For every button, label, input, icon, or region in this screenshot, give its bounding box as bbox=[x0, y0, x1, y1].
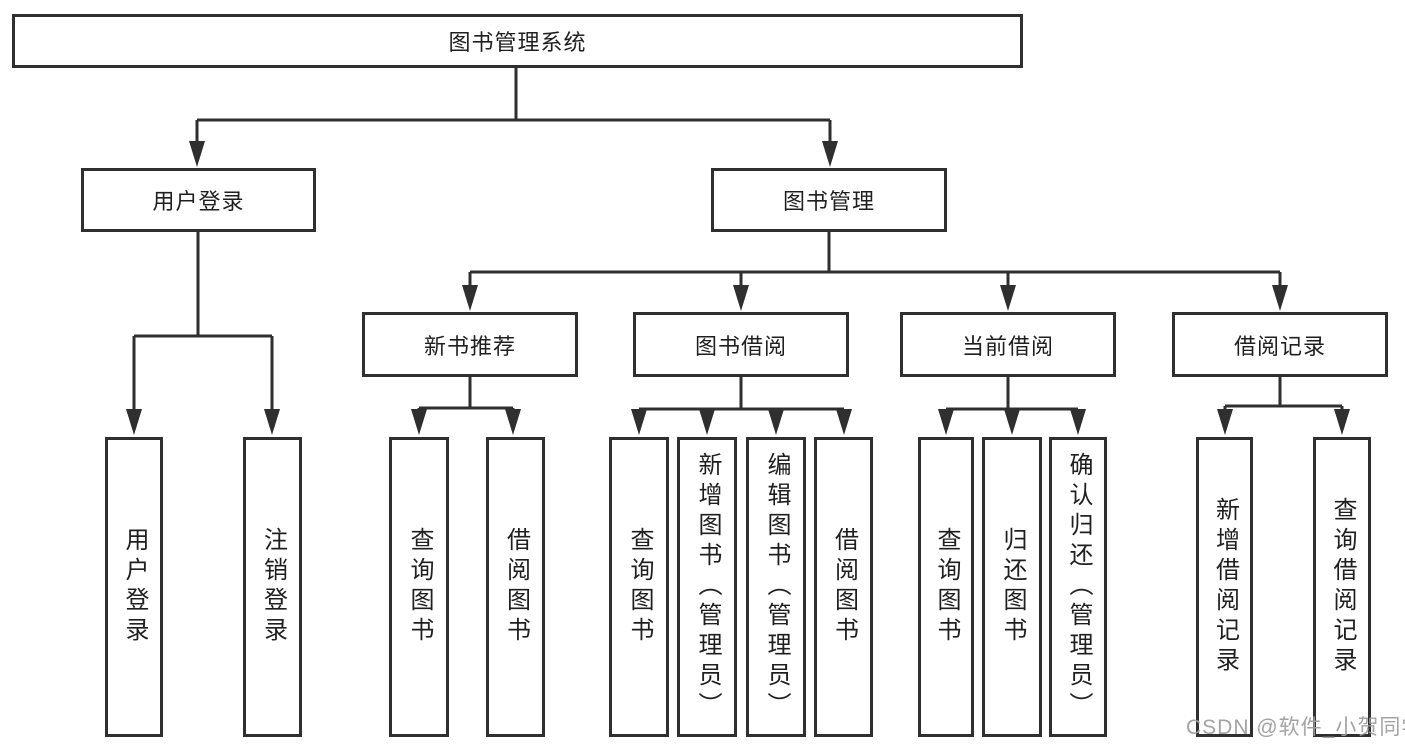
node-new-book-recommendation: 新书推荐 bbox=[362, 312, 578, 377]
leaf-add-book-admin: 新增图书（管理员） bbox=[677, 437, 737, 737]
leaf-search-books-recommend: 查询图书 bbox=[389, 437, 449, 737]
node-library-management-system: 图书管理系统 bbox=[12, 14, 1023, 68]
leaf-add-borrow-record: 新增借阅记录 bbox=[1196, 437, 1253, 737]
leaf-edit-book-admin: 编辑图书（管理员） bbox=[746, 437, 806, 737]
leaf-user-login: 用户登录 bbox=[105, 437, 163, 737]
node-borrowing-records: 借阅记录 bbox=[1172, 312, 1388, 377]
node-current-borrowing: 当前借阅 bbox=[900, 312, 1116, 377]
csdn-watermark: CSDN @软件_小贺同学 bbox=[1186, 716, 1405, 739]
node-book-borrowing: 图书借阅 bbox=[633, 312, 849, 377]
leaf-logout: 注销登录 bbox=[243, 437, 302, 737]
leaf-borrow-books-borrowing: 借阅图书 bbox=[814, 437, 873, 737]
leaf-return-books: 归还图书 bbox=[982, 437, 1042, 737]
leaf-borrow-books-recommend: 借阅图书 bbox=[486, 437, 545, 737]
leaf-confirm-return-admin: 确认归还（管理员） bbox=[1049, 437, 1107, 737]
leaf-search-books-borrowing: 查询图书 bbox=[609, 437, 669, 737]
node-book-management: 图书管理 bbox=[711, 168, 947, 232]
leaf-search-books-current: 查询图书 bbox=[918, 437, 974, 737]
leaf-search-borrow-record: 查询借阅记录 bbox=[1313, 437, 1371, 737]
node-user-login: 用户登录 bbox=[81, 168, 316, 232]
